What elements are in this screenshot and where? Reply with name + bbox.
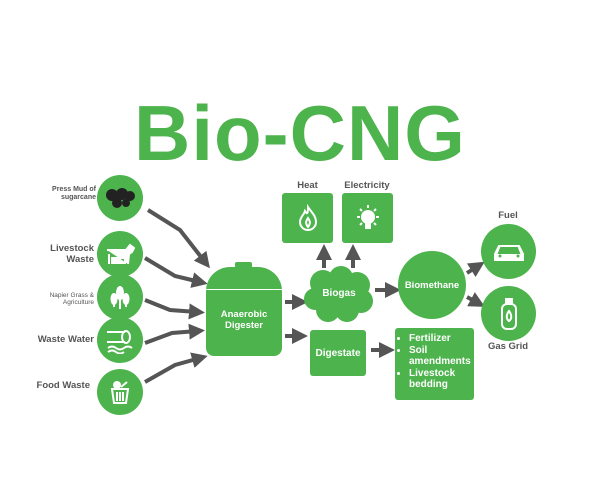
input-label-press-mud: Press Mud of sugarcane — [52, 186, 96, 202]
arrow-food — [144, 352, 208, 384]
biogas-label: Biogas — [322, 288, 356, 299]
use-item: Soil amendments — [409, 345, 474, 368]
use-item: Fertilizer — [409, 333, 474, 345]
input-label-food-waste: Food Waste — [36, 380, 90, 391]
gas-cylinder-icon — [481, 286, 536, 341]
arrow-wastewater — [144, 323, 205, 345]
anaerobic-digester: Anaerobic Digester — [206, 267, 282, 356]
digestate-box: Digestate — [310, 330, 366, 376]
press-mud-icon — [97, 175, 143, 221]
biogas-cloud — [304, 266, 373, 322]
gas-grid-label: Gas Grid — [487, 341, 529, 352]
lightbulb-icon — [342, 193, 393, 243]
use-item: Livestock bedding — [409, 368, 474, 391]
input-label-napier: Napier Grass & Agriculture — [49, 292, 94, 307]
heat-label: Heat — [297, 180, 318, 191]
heat-icon — [282, 193, 333, 243]
digestate-uses-list: Fertilizer Soil amendments Livestock bed… — [397, 333, 474, 391]
arrow-pressmud — [146, 208, 210, 269]
diagram-title: Bio-CNG — [134, 89, 466, 177]
digester-lid — [235, 262, 252, 268]
input-label-waste-water: Waste Water — [37, 334, 94, 345]
cow-icon — [97, 231, 143, 277]
fuel-label: Fuel — [498, 210, 518, 221]
arrow-to-fuel — [465, 261, 485, 278]
arrow-napier — [144, 298, 205, 320]
digestate-label: Digestate — [315, 347, 361, 359]
pipe-water-icon — [97, 317, 143, 363]
electricity-label: Electricity — [344, 180, 390, 191]
arrow-to-gasgrid — [466, 292, 486, 307]
biomethane-node: Biomethane — [398, 251, 466, 319]
digester-label: Anaerobic Digester — [220, 309, 268, 331]
input-label-livestock: Livestock Waste — [50, 243, 94, 265]
food-bin-icon — [97, 369, 143, 415]
arrow-livestock — [143, 256, 208, 288]
digestate-uses-box: Fertilizer Soil amendments Livestock bed… — [395, 328, 474, 400]
car-icon — [481, 224, 536, 279]
biomethane-label: Biomethane — [404, 279, 460, 291]
wheat-icon — [97, 274, 143, 320]
digester-divider — [206, 289, 282, 290]
